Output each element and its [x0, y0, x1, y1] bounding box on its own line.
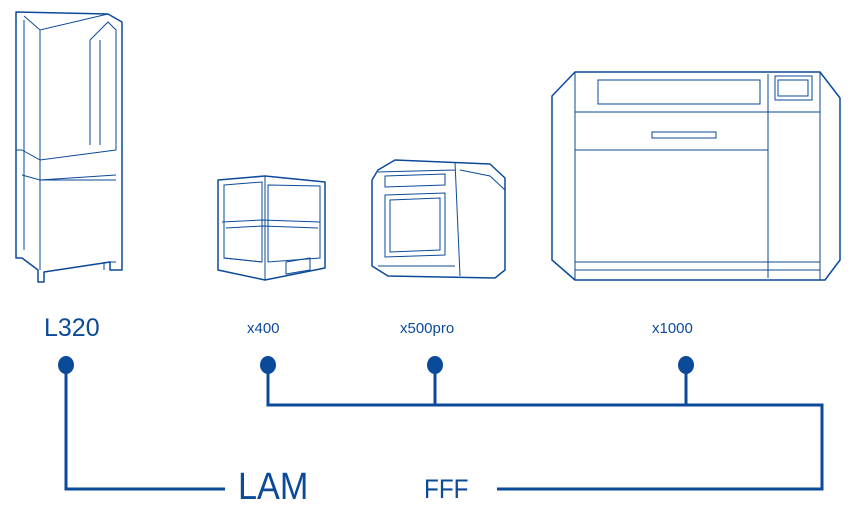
- x1000-printer-illustration: [551, 71, 841, 281]
- l320-printer-illustration: [15, 11, 123, 283]
- group-label-lam: LAM: [238, 466, 309, 508]
- model-label-x1000: x1000: [652, 320, 693, 337]
- fff-connector: [266, 365, 824, 491]
- connector-lines: [64, 365, 824, 491]
- x1000-dot: [678, 356, 694, 374]
- group-label-fff: FFF: [424, 474, 469, 504]
- lam-connector: [64, 365, 225, 491]
- l320-dot: [58, 356, 74, 374]
- model-label-l320: L320: [44, 314, 100, 342]
- x400-printer-illustration: [217, 175, 326, 281]
- x500pro-dot: [427, 356, 443, 374]
- x500pro-printer-illustration: [371, 159, 506, 279]
- model-label-x500pro: x500pro: [400, 320, 455, 337]
- x400-dot: [260, 356, 276, 374]
- model-label-x400: x400: [247, 320, 280, 337]
